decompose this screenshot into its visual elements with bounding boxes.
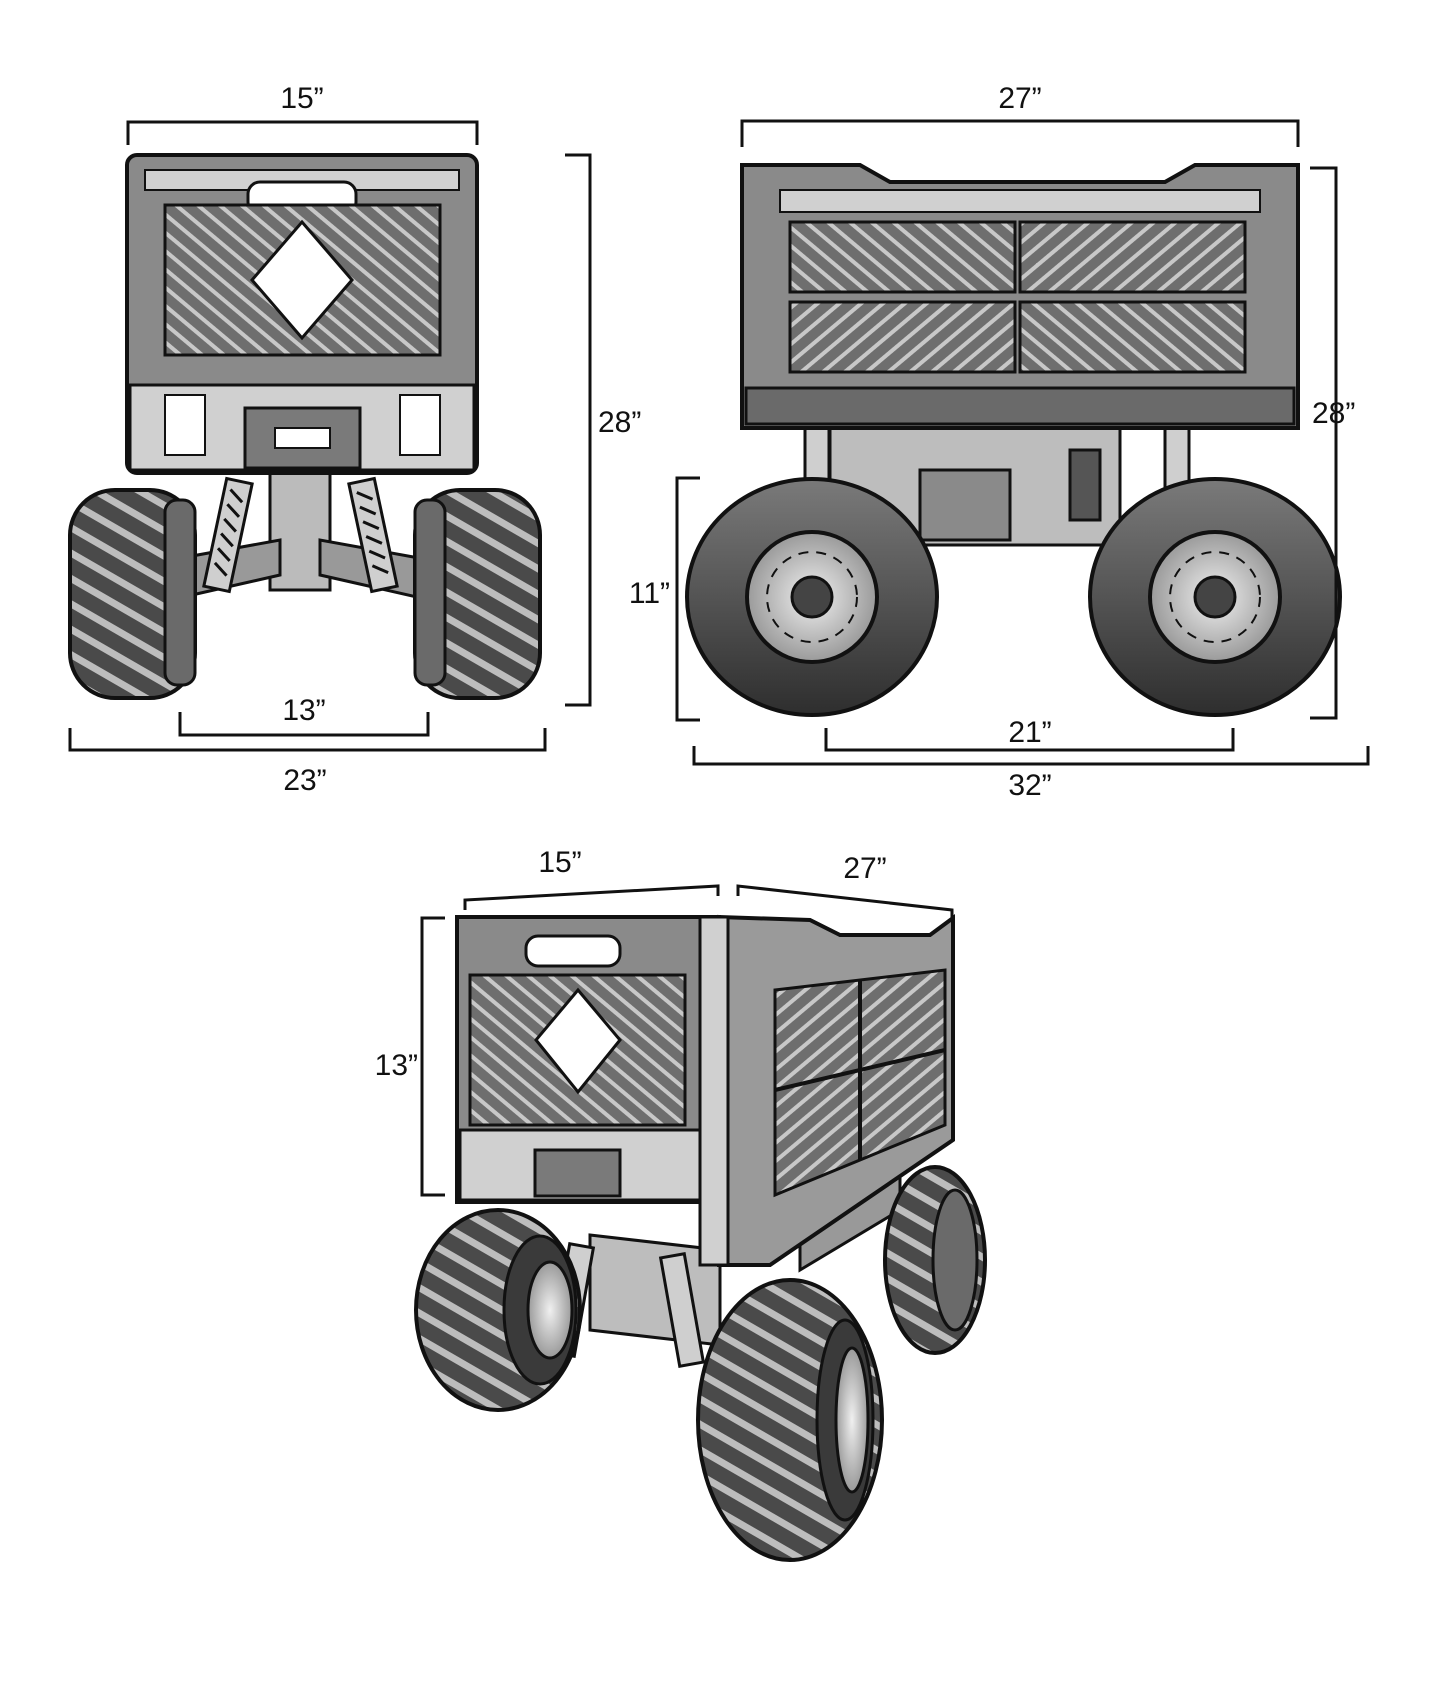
- iso-dimensions: 15” 27” 13”: [375, 846, 954, 1197]
- front-crate: [125, 153, 479, 475]
- side-right-wheel: [1088, 477, 1342, 717]
- side-left-wheel: [685, 477, 939, 717]
- iso-crate-height-label: 13”: [375, 1049, 418, 1082]
- iso-view: 15” 27” 13”: [375, 846, 987, 1562]
- iso-rear-right-wheel: [883, 1165, 987, 1355]
- iso-front-right-wheel: [696, 1278, 884, 1562]
- side-crate: [740, 163, 1300, 430]
- side-wheelbase-line: [824, 728, 1235, 752]
- iso-front-left-wheel: [414, 1208, 582, 1412]
- side-wheelbase-label: 21”: [1008, 716, 1051, 749]
- front-outer-track-label: 23”: [283, 764, 326, 797]
- front-inner-track-label: 13”: [282, 694, 325, 727]
- iso-crate-length-line: [736, 884, 954, 920]
- iso-crate-width-label: 15”: [538, 846, 581, 879]
- front-outer-track-line: [68, 728, 547, 752]
- front-crate-width-label: 15”: [280, 82, 323, 115]
- front-inner-track-line: [178, 712, 430, 737]
- front-height-label: 28”: [598, 406, 641, 439]
- side-crate-length-line: [740, 119, 1300, 147]
- side-overall-length-line: [692, 746, 1370, 766]
- side-view: 27” 28” 11” 21” 32”: [629, 82, 1370, 802]
- side-height-label: 28”: [1312, 397, 1355, 430]
- side-height-line: [1310, 166, 1338, 720]
- front-right-wheel: [413, 488, 542, 700]
- side-wheel-height-line: [675, 476, 700, 722]
- front-dimensions: 15” 28” 13” 23”: [68, 82, 641, 797]
- front-chassis: [168, 468, 432, 602]
- side-dimensions: 27” 28” 11” 21” 32”: [629, 82, 1370, 802]
- side-crate-length-label: 27”: [998, 82, 1041, 115]
- front-height-line: [565, 153, 592, 707]
- iso-crate: [455, 914, 955, 1267]
- iso-crate-height-line: [420, 916, 445, 1197]
- side-wheel-height-label: 11”: [629, 577, 670, 610]
- side-overall-length-label: 32”: [1008, 769, 1051, 802]
- front-crate-width-line: [126, 120, 479, 145]
- front-view: 15” 28” 13” 23”: [68, 82, 641, 797]
- iso-crate-length-label: 27”: [843, 852, 886, 885]
- front-left-wheel: [68, 488, 197, 700]
- iso-crate-width-line: [463, 884, 720, 910]
